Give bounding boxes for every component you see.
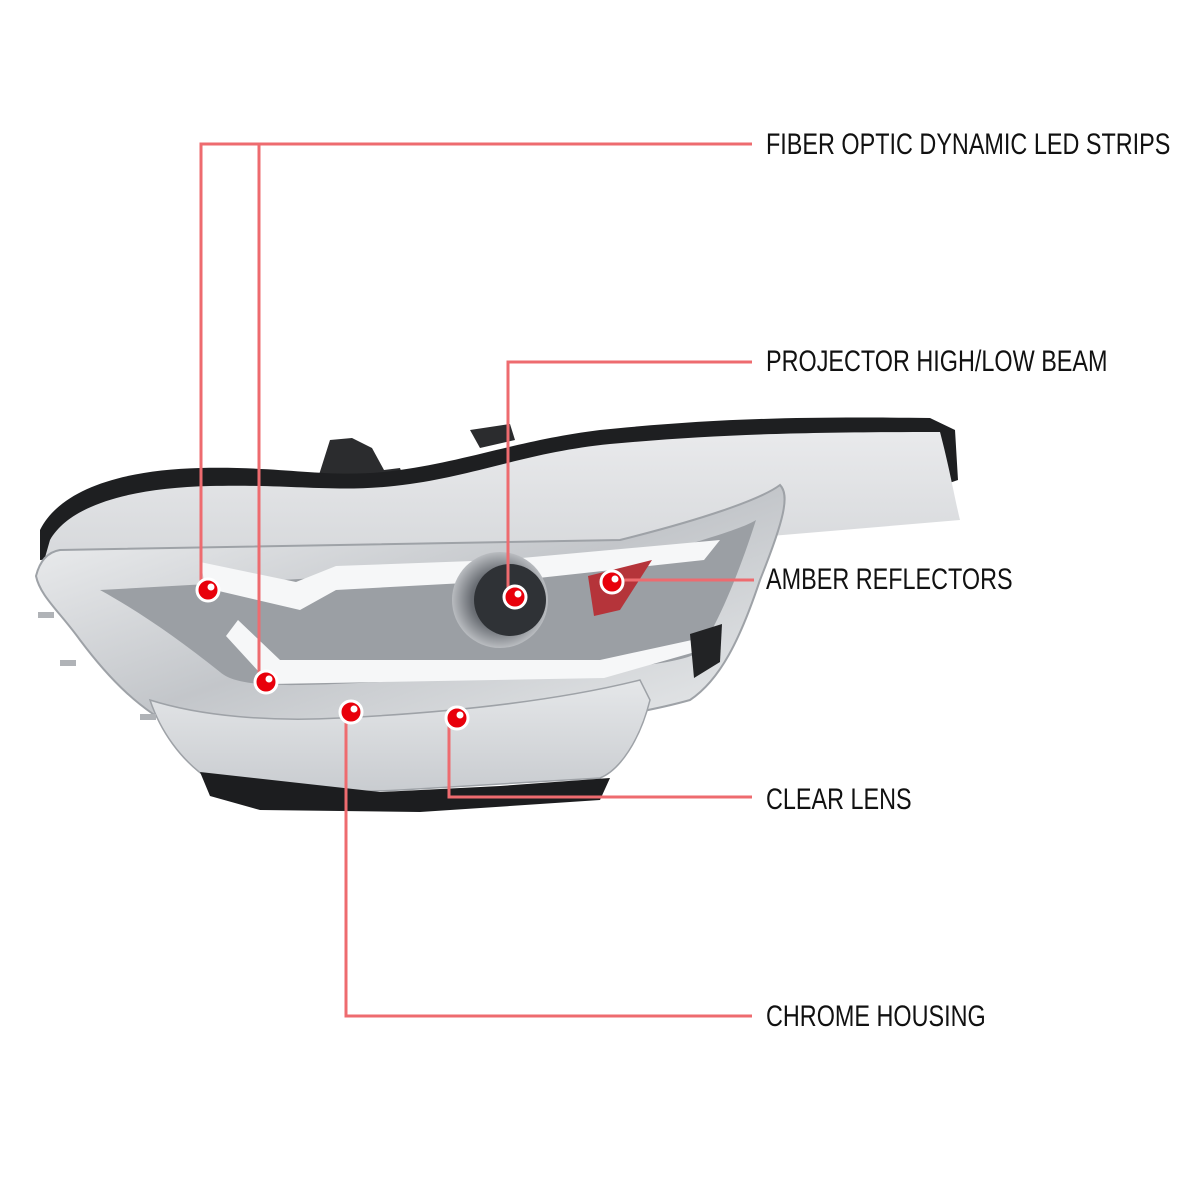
marker-dot (338, 699, 364, 725)
label-amber-reflectors: AMBER REFLECTORS (766, 563, 1013, 596)
marker-dot (253, 669, 279, 695)
label-projector-beam: PROJECTOR HIGH/LOW BEAM (766, 345, 1108, 378)
callout-fiber-optic-lines (199, 142, 752, 682)
marker-dot (502, 584, 528, 610)
callout-chrome-lines (344, 712, 752, 1018)
label-clear-lens: CLEAR LENS (766, 783, 912, 816)
marker-dot (599, 569, 625, 595)
callout-clear-lens-lines (447, 718, 752, 799)
label-fiber-optic-led-strips: FIBER OPTIC DYNAMIC LED STRIPS (766, 128, 1171, 161)
callout-projector-lines (506, 360, 752, 597)
label-chrome-housing: CHROME HOUSING (766, 1000, 986, 1033)
marker-dot (444, 705, 470, 731)
marker-dot (195, 577, 221, 603)
